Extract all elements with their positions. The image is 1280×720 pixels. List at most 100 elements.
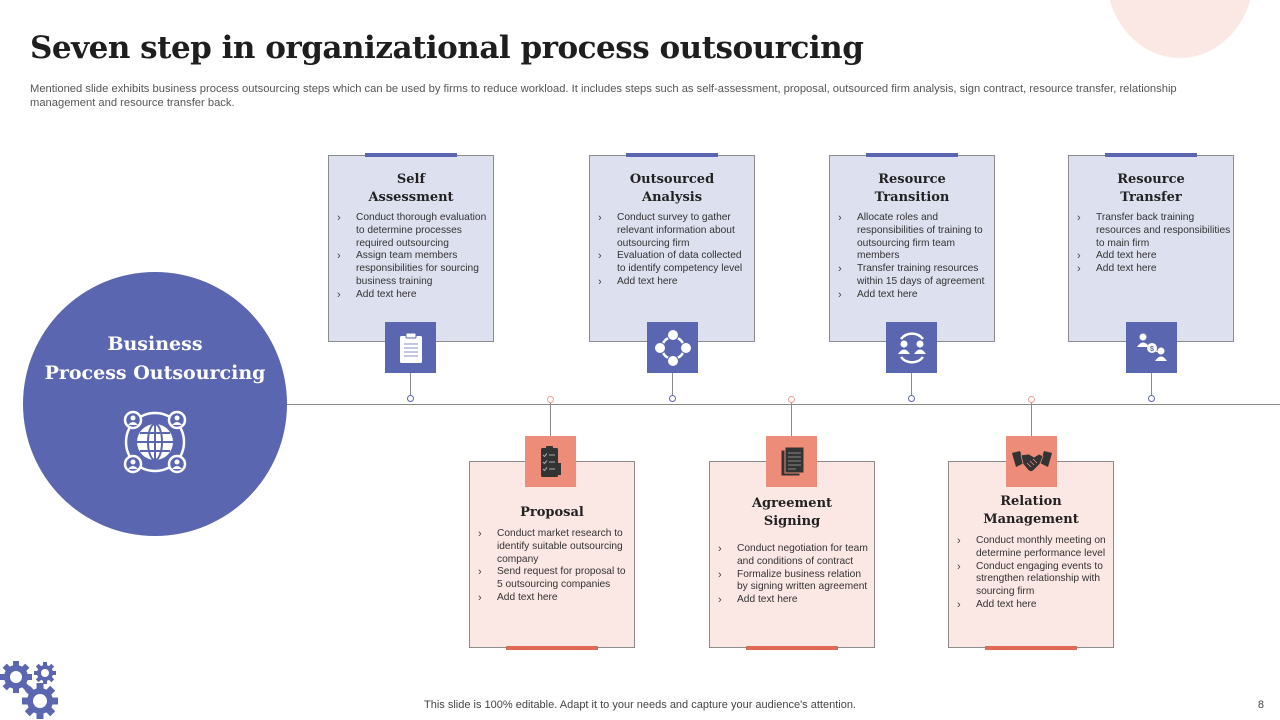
bullet-list: Conduct thorough evaluation to determine… (329, 212, 493, 302)
bullet-item: Add text here (710, 594, 874, 607)
bullet-item: Transfer training resources within 15 da… (830, 263, 994, 289)
bullet-item: Add text here (329, 289, 493, 302)
card-title: Resource Transfer (1069, 171, 1233, 207)
bullet-list: Conduct survey to gather relevant inform… (590, 212, 754, 289)
bullet-item: Conduct monthly meeting on determine per… (949, 535, 1113, 561)
card-accent (626, 153, 718, 157)
bullet-item: Add text here (949, 599, 1113, 612)
timeline-line (286, 404, 1280, 405)
card-accent (866, 153, 958, 157)
card-accent (985, 646, 1077, 650)
bullet-item: Conduct survey to gather relevant inform… (590, 212, 754, 250)
bullet-item: Conduct negotiation for team and conditi… (710, 543, 874, 569)
card-title-line1: Proposal (520, 505, 584, 520)
bullet-item: Conduct engaging events to strengthen re… (949, 561, 1113, 599)
bullet-item: Add text here (1069, 250, 1233, 263)
globe-network-icon (123, 410, 187, 474)
gears-icon (0, 661, 58, 719)
handshake-icon (1011, 450, 1052, 472)
handshake-icon-box (1006, 436, 1057, 487)
bullet-item: Conduct thorough evaluation to determine… (329, 212, 493, 250)
card-accent (506, 646, 598, 650)
connector-stem (1031, 403, 1032, 436)
checklist-icon (540, 445, 561, 477)
timeline-node (669, 395, 676, 402)
contract-document-icon (780, 446, 804, 476)
bullet-item: Assign team members responsibilities for… (329, 250, 493, 288)
card-title: Outsourced Analysis (590, 171, 754, 207)
bullet-list: Allocate roles and responsibilities of t… (830, 212, 994, 302)
people-exchange-icon (897, 331, 926, 364)
card-title-line2: Transition (874, 190, 950, 205)
card-title-line2: Assessment (368, 190, 454, 205)
timeline-node (908, 395, 915, 402)
clipboard-icon-box (385, 322, 436, 373)
card-title-line2: Transfer (1120, 190, 1182, 205)
bullet-list: Conduct negotiation for team and conditi… (710, 543, 874, 607)
bullet-item: Transfer back training resources and res… (1069, 212, 1233, 250)
timeline-node (547, 396, 554, 403)
checklist-icon-box (525, 436, 576, 487)
svg-text:$: $ (1150, 346, 1154, 353)
card-title-line1: Resource (1117, 172, 1185, 187)
card-accent (365, 153, 457, 157)
hub-title: Business Process Outsourcing (45, 330, 266, 388)
connector-stem (911, 373, 912, 395)
card-title-line1: Outsourced (629, 172, 715, 187)
step-card-self-assessment: Self Assessment Conduct thorough evaluat… (328, 153, 494, 342)
bullet-item: Allocate roles and responsibilities of t… (830, 212, 994, 263)
page-number: 8 (1257, 699, 1264, 711)
bullet-list: Conduct market research to identify suit… (470, 528, 634, 605)
card-title: Resource Transition (830, 171, 994, 207)
connector-stem (1151, 373, 1152, 395)
footer-text: This slide is 100% editable. Adapt it to… (424, 699, 856, 711)
hub-title-line2: Process Outsourcing (44, 362, 266, 384)
bullet-item: Add text here (470, 592, 634, 605)
card-title: Relation Management (949, 493, 1113, 529)
people-network-icon-box (647, 322, 698, 373)
money-transfer-icon: $ (1136, 333, 1167, 361)
bullet-list: Transfer back training resources and res… (1069, 212, 1233, 276)
slide-title: Seven step in organizational process out… (30, 30, 864, 66)
step-card-resource-transition: Resource Transition Allocate roles and r… (829, 153, 995, 342)
connector-stem (550, 403, 551, 436)
people-network-icon (653, 328, 692, 367)
timeline-node (1028, 396, 1035, 403)
hub-circle: Business Process Outsourcing (23, 272, 287, 536)
bullet-item: Add text here (1069, 263, 1233, 276)
connector-stem (791, 403, 792, 436)
card-title: Self Assessment (329, 171, 493, 207)
bullet-item: Add text here (590, 276, 754, 289)
card-title-line1: Self (396, 172, 426, 187)
timeline-node (788, 396, 795, 403)
money-transfer-icon-box: $ (1126, 322, 1177, 373)
contract-document-icon-box (766, 436, 817, 487)
card-title-line2: Analysis (641, 190, 703, 205)
clipboard-icon (399, 332, 422, 363)
step-card-resource-transfer: Resource Transfer Transfer back training… (1068, 153, 1234, 342)
connector-stem (672, 373, 673, 395)
step-card-agreement-signing: Agreement Signing Conduct negotiation fo… (709, 461, 875, 650)
bullet-item: Add text here (830, 289, 994, 302)
card-title: Agreement Signing (710, 495, 874, 531)
card-title-line2: Signing (763, 514, 821, 529)
step-card-proposal: Proposal Conduct market research to iden… (469, 461, 635, 650)
people-exchange-icon-box (886, 322, 937, 373)
card-title-line1: Agreement (751, 496, 833, 511)
timeline-node (1148, 395, 1155, 402)
card-accent (1105, 153, 1197, 157)
bullet-item: Conduct market research to identify suit… (470, 528, 634, 566)
card-title-line1: Relation (1000, 494, 1062, 509)
card-title-line2: Management (983, 512, 1079, 527)
connector-stem (410, 373, 411, 395)
bullet-item: Formalize business relation by signing w… (710, 569, 874, 595)
card-accent (746, 646, 838, 650)
bullet-item: Evaluation of data collected to identify… (590, 250, 754, 276)
timeline-node (407, 395, 414, 402)
card-title: Proposal (470, 504, 634, 522)
step-card-outsourced-analysis: Outsourced Analysis Conduct survey to ga… (589, 153, 755, 342)
bullet-item: Send request for proposal to 5 outsourci… (470, 566, 634, 592)
step-card-relation-management: Relation Management Conduct monthly meet… (948, 461, 1114, 650)
card-title-line1: Resource (878, 172, 946, 187)
bullet-list: Conduct monthly meeting on determine per… (949, 535, 1113, 612)
